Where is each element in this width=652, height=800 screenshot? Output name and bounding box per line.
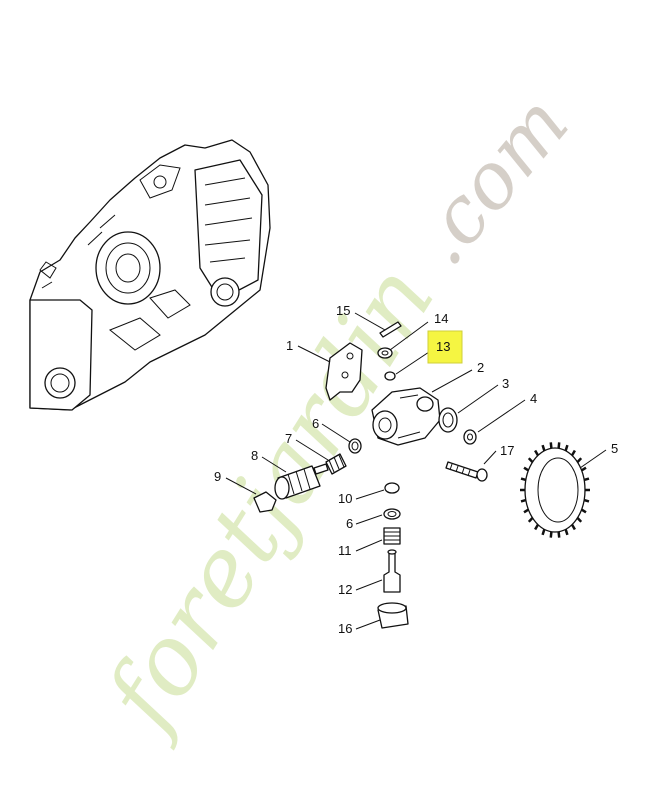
callout-6-upper: 6 — [312, 416, 319, 431]
gear-tooth — [523, 466, 530, 472]
gear-tooth — [580, 508, 587, 514]
part-8-worm-shaft — [274, 463, 329, 500]
part-9-cap — [253, 491, 277, 513]
gear-tooth — [570, 449, 576, 457]
gear-tooth — [564, 444, 569, 452]
gear-tooth — [564, 528, 569, 536]
callout-17: 17 — [500, 443, 514, 458]
gear-tooth — [527, 516, 534, 523]
leader-lines — [225, 312, 607, 630]
part-6-o-ring-upper — [348, 438, 362, 454]
callout-2: 2 — [477, 360, 484, 375]
callout-15: 15 — [336, 303, 350, 318]
callout-8: 8 — [251, 448, 258, 463]
gear-tooth — [576, 516, 583, 523]
callout-11: 11 — [338, 543, 352, 558]
part-6-o-ring-lower — [383, 508, 401, 520]
part-2-pump-housing — [371, 387, 441, 446]
callout-3: 3 — [502, 376, 509, 391]
gear-tooth — [583, 498, 590, 503]
callout-6-lower: 6 — [346, 516, 353, 531]
callout-9: 9 — [214, 469, 221, 484]
part-11-spring — [383, 527, 401, 545]
crankcase-housing — [29, 139, 271, 411]
gear-tooth — [557, 531, 561, 538]
gear-tooth — [549, 531, 553, 538]
gear-tooth — [576, 457, 583, 464]
part-3-ring — [438, 407, 458, 433]
callout-16: 16 — [338, 621, 352, 636]
gear-tooth — [583, 477, 590, 482]
part-4-washer — [463, 429, 477, 445]
part-17-screw — [445, 461, 488, 482]
gear-tooth — [527, 457, 534, 464]
part-15-pin — [379, 321, 402, 338]
part-5-gear — [520, 442, 590, 538]
callout-1: 1 — [286, 338, 293, 353]
callout-13: 13 — [436, 339, 450, 354]
part-7-spring — [325, 453, 347, 475]
callout-labels: 1 2 3 4 5 6 6 7 8 9 10 11 12 13 14 15 16… — [214, 303, 618, 636]
part-10-o-ring — [384, 482, 400, 494]
part-12-piston — [383, 549, 401, 593]
part-13-o-ring — [384, 371, 396, 381]
part-1-bracket — [325, 342, 363, 401]
callout-12: 12 — [338, 582, 352, 597]
gear-tooth — [534, 449, 540, 457]
highlight-box-13 — [427, 330, 463, 364]
callout-10: 10 — [338, 491, 352, 506]
part-16-bushing — [377, 602, 409, 629]
callout-7: 7 — [285, 431, 292, 446]
callout-4: 4 — [530, 391, 537, 406]
gear-tooth — [520, 477, 527, 482]
gear-tooth — [541, 528, 546, 536]
gear-tooth — [523, 508, 530, 514]
part-14-washer — [377, 347, 393, 359]
gear-tooth — [534, 523, 540, 531]
gear-tooth — [557, 442, 561, 449]
callout-5: 5 — [611, 441, 618, 456]
gear-tooth — [520, 498, 527, 503]
gear-tooth — [541, 444, 546, 452]
callout-14: 14 — [434, 311, 448, 326]
gear-tooth — [580, 466, 587, 472]
gear-tooth — [549, 442, 553, 449]
gear-tooth — [570, 523, 576, 531]
watermark-suffix-text: .com — [396, 79, 587, 282]
